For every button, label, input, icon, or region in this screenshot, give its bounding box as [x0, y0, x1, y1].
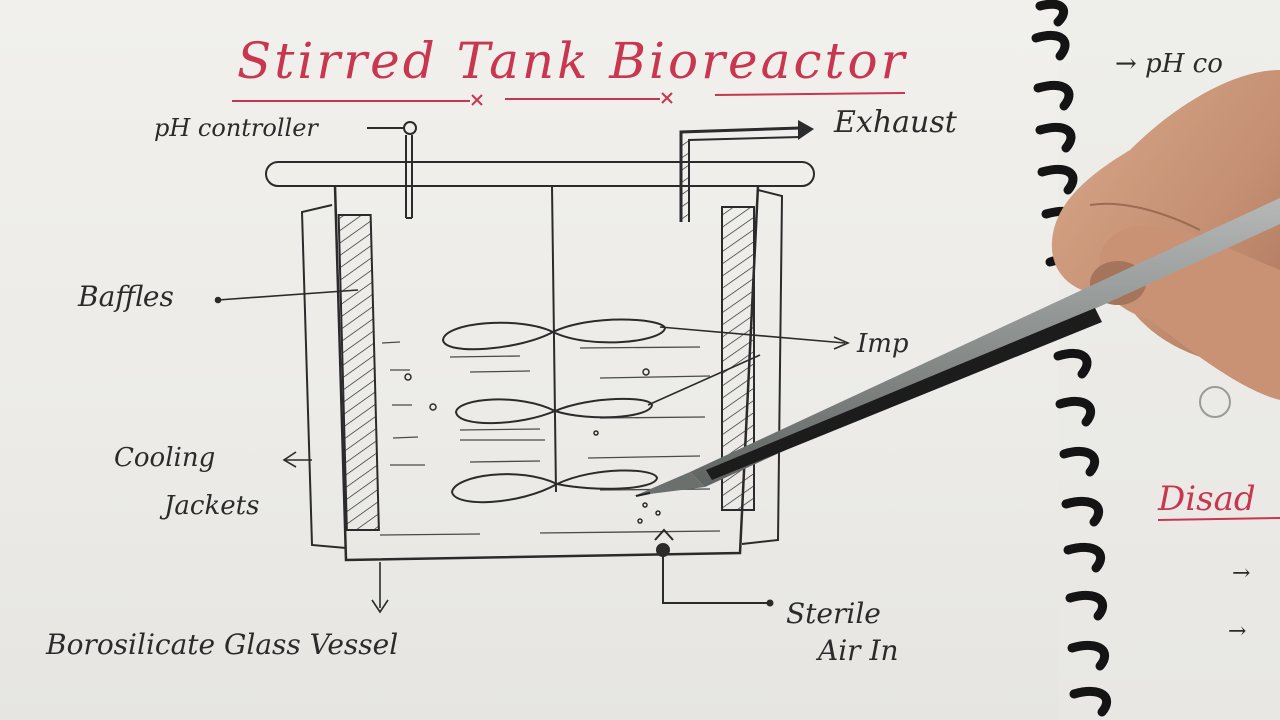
liquid-medium: [379, 341, 721, 536]
finger-crease: [1089, 202, 1201, 231]
title-underline: [232, 92, 906, 102]
agitator-shaft: [551, 185, 557, 493]
baffles-label: Baffles: [77, 280, 174, 313]
borosilicate-glass-vessel: [333, 185, 760, 562]
notebook-page-left: [0, 0, 1058, 720]
spiral-binding: [1031, 0, 1112, 717]
cooling-jacket-outline: [300, 189, 784, 549]
next-page-bullet-2: →: [1228, 619, 1246, 644]
diagram-title: Stirred Tank Bioreactor: [237, 32, 908, 90]
next-page-ph-line: → pH co: [1115, 49, 1223, 79]
sterile-label: Sterile: [786, 597, 881, 630]
bubbles: [404, 368, 661, 524]
jackets-label: Jackets: [159, 491, 259, 521]
leader-lines: [214, 289, 851, 614]
pen-stripe: [706, 308, 1102, 480]
cooling-label: Cooling: [114, 443, 215, 473]
ph-probe: [367, 121, 417, 219]
title-cross-marks: [471, 92, 673, 106]
impeller-bottom: [450, 469, 659, 504]
impeller-label: Imp: [856, 329, 909, 359]
next-page-text: → pH co Disad → →: [1115, 49, 1280, 644]
exhaust-pipe: [679, 120, 814, 222]
hand-with-pen: [634, 70, 1280, 497]
vessel-lid: [265, 161, 815, 187]
baffle-left: [337, 214, 380, 531]
next-page-bullet-1: →: [1232, 561, 1250, 586]
next-page-number-circle: [1199, 386, 1231, 418]
pen-body: [690, 198, 1280, 487]
impeller-middle: [454, 397, 654, 425]
next-page-heading-underline: [1157, 517, 1280, 521]
ph-controller-label: pH controller: [154, 114, 319, 142]
pen-tip: [634, 472, 705, 496]
exhaust-label: Exhaust: [833, 105, 958, 140]
air-sparger: [654, 528, 774, 607]
next-page-heading: Disad: [1157, 479, 1256, 519]
air-in-label: Air In: [815, 634, 899, 667]
vessel-label: Borosilicate Glass Vessel: [45, 628, 398, 661]
